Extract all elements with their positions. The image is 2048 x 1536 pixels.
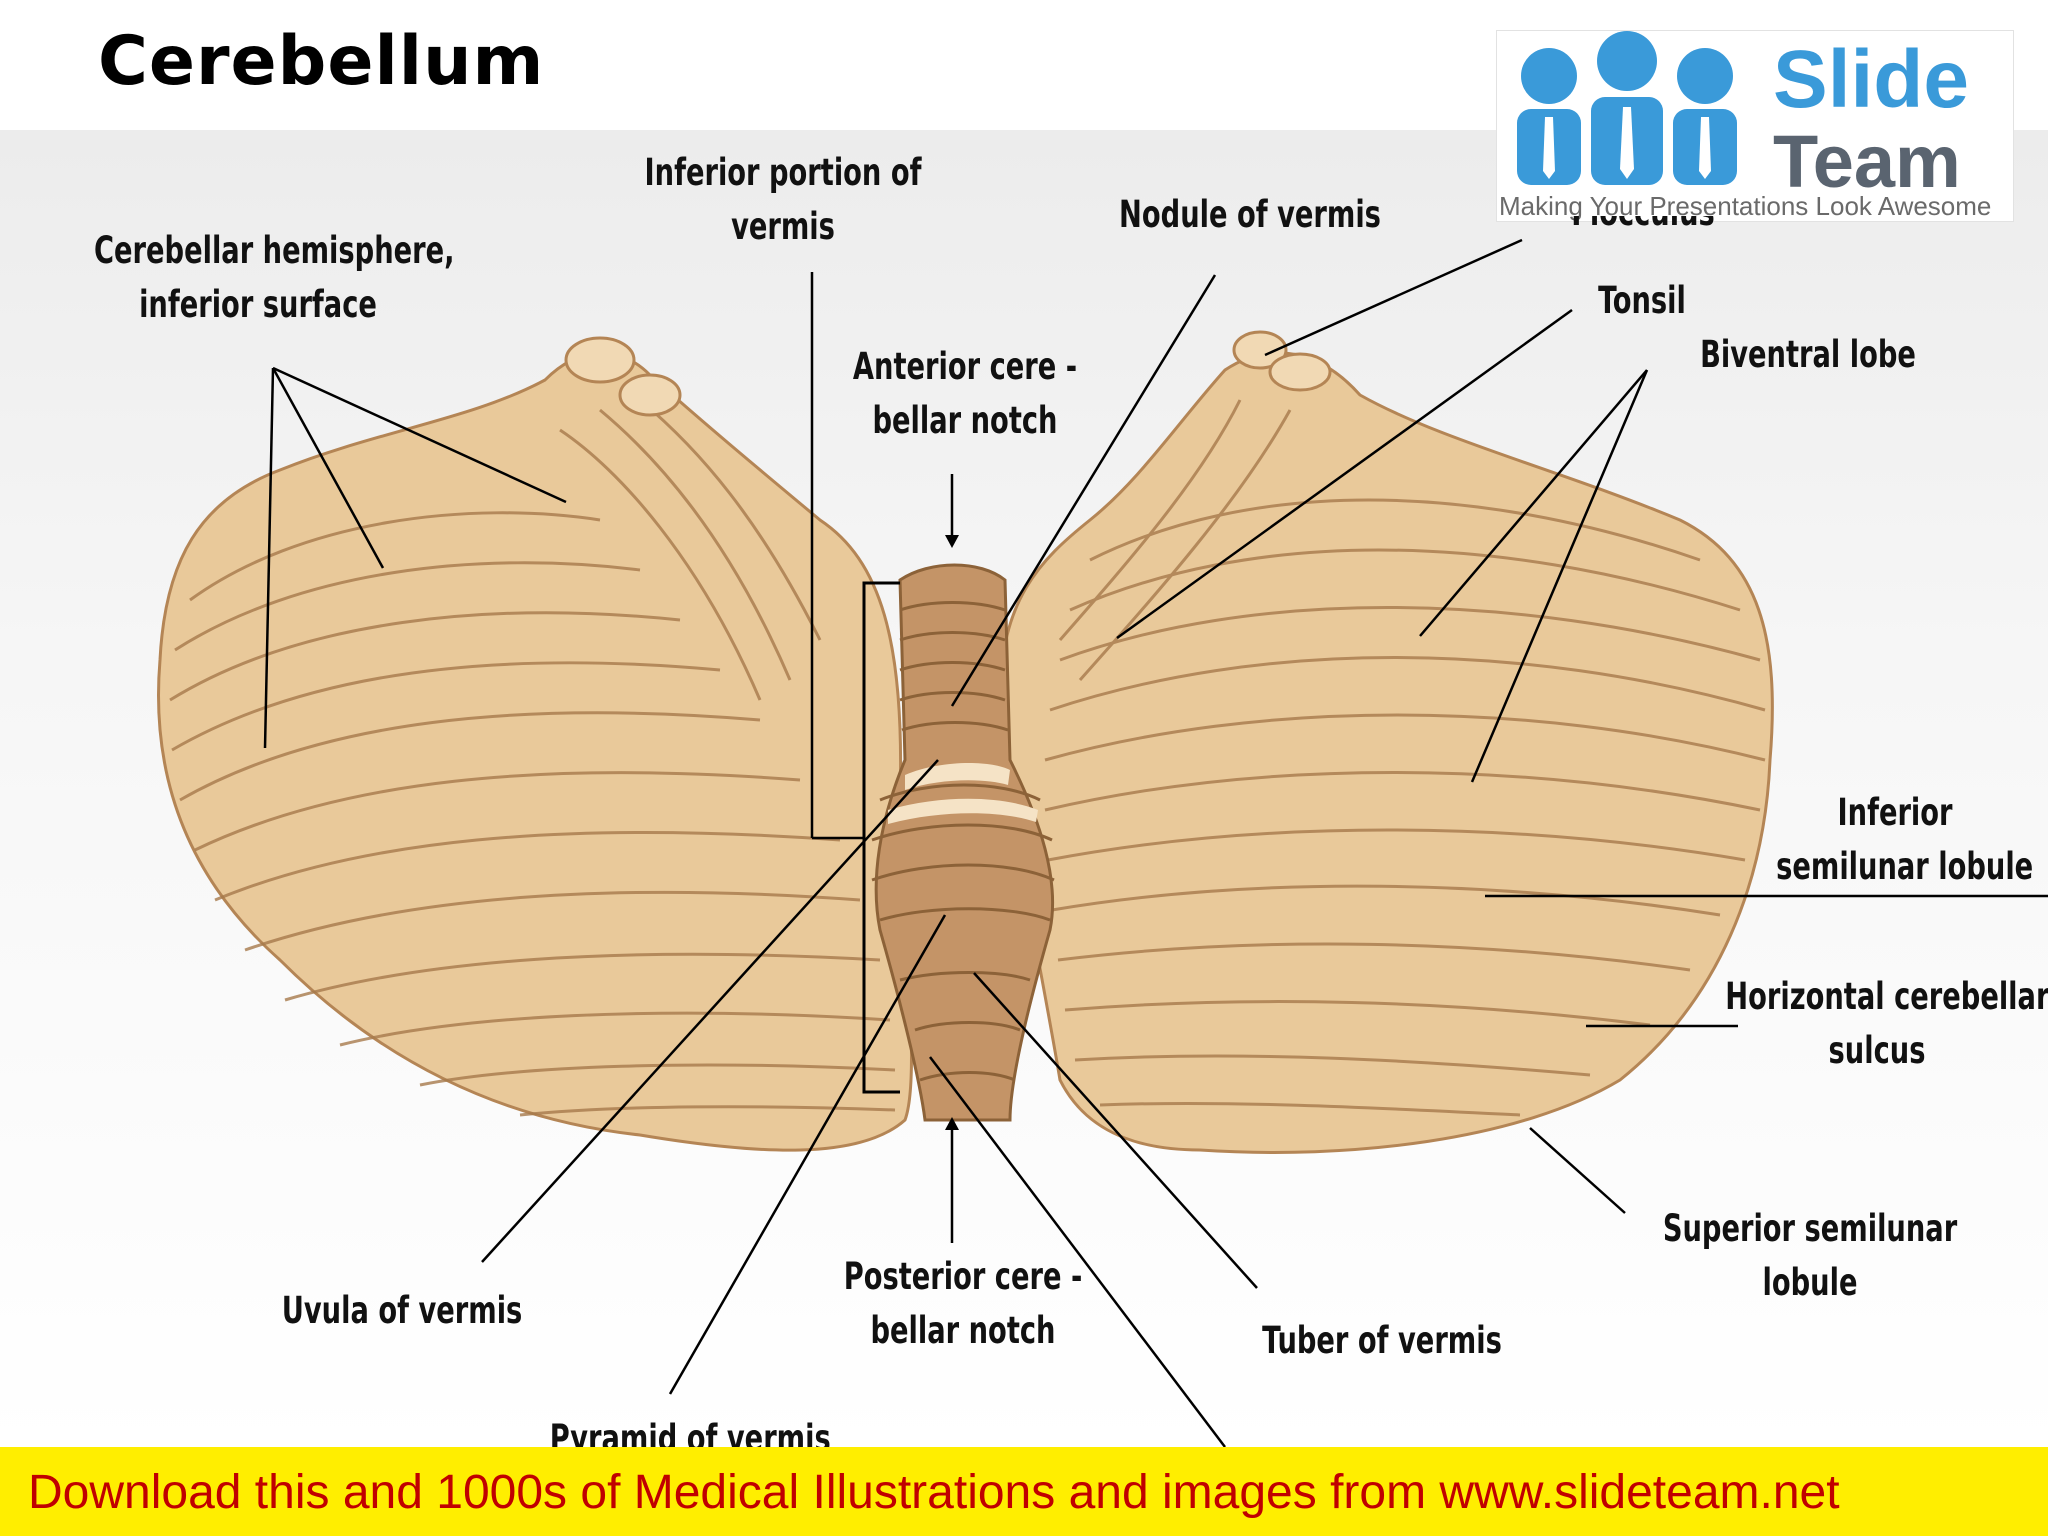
flocculus-bumps — [564, 330, 1332, 417]
left-folia — [169, 398, 896, 1117]
footer-text: Download this and 1000s of Medical Illus… — [28, 1466, 1840, 1519]
label-tonsil: Tonsil — [1598, 279, 1686, 322]
label-flocculus: Flocculus — [1549, 216, 1738, 240]
arrowhead-posterior-notch — [945, 1117, 959, 1130]
label-biventral-lobe: Biventral lobe — [1700, 333, 1916, 376]
page-title: Cerebellum — [98, 22, 545, 101]
arrowhead-anterior-notch — [945, 535, 959, 548]
right-hemisphere — [998, 351, 1774, 1154]
label-cerebellar-hemisphere: Cerebellar hemisphere,inferior surface — [94, 229, 455, 326]
label-posterior-cerebellar-notch: Posterior cere -bellar notch — [843, 1255, 1083, 1352]
leader-lines — [263, 238, 2048, 1448]
right-folia — [1044, 399, 1766, 1117]
people-logo-icon — [1517, 31, 1737, 185]
label-uvula-of-vermis: Uvula of vermis — [281, 1289, 523, 1332]
logo-brand-team: Team — [1773, 120, 1961, 203]
logo-tagline: Making Your Presentations Look Awesome — [1499, 191, 1992, 221]
vermis — [871, 563, 1055, 1122]
label-tuber-of-vermis: Tuber of vermis — [1262, 1319, 1502, 1362]
logo-brand-slide: Slide — [1773, 34, 1969, 125]
promo-footer-banner[interactable]: Download this and 1000s of Medical Illus… — [0, 1447, 2048, 1536]
label-nodule-of-vermis: Nodule of vermis — [1119, 193, 1381, 236]
slideteam-logo: Slide Team Making Your Presentations Loo… — [1496, 30, 2014, 222]
label-anterior-cerebellar-notch: Anterior cere -bellar notch — [852, 345, 1078, 442]
